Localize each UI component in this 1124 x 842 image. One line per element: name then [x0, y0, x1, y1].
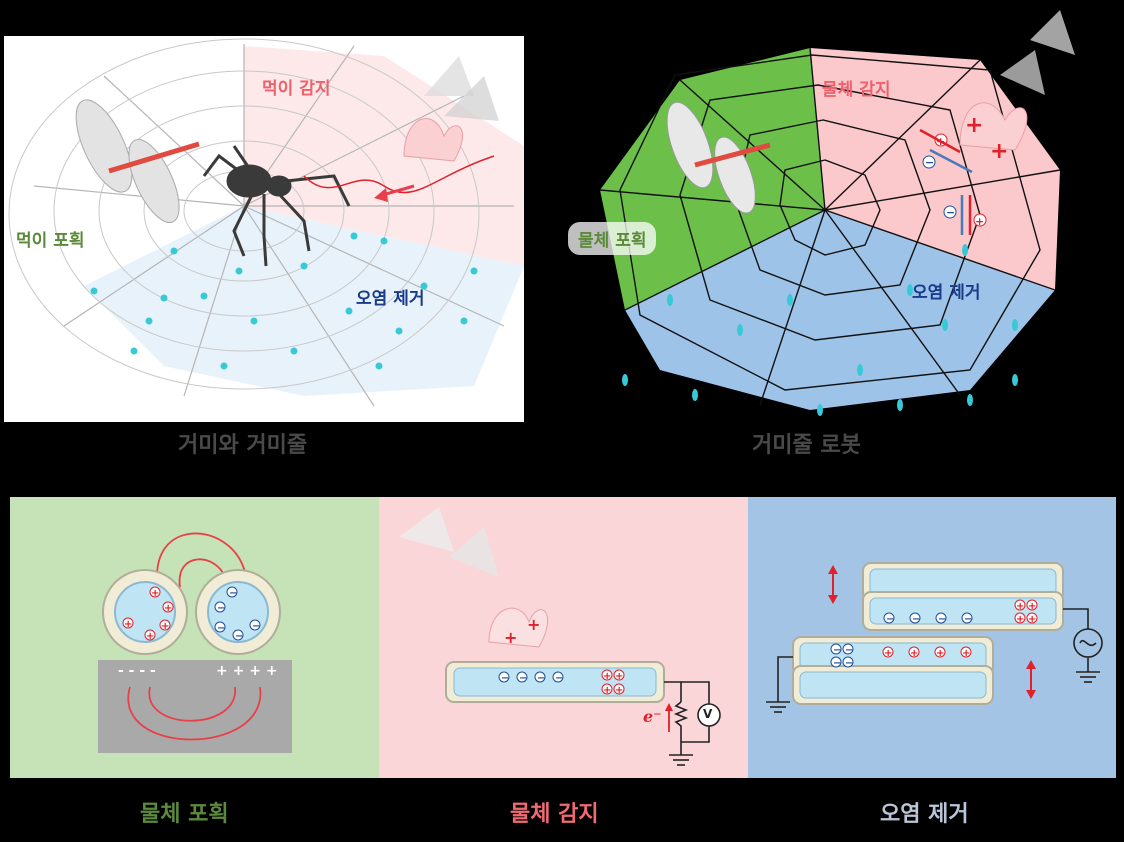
detect-diagram: + + − − − − + + + +	[399, 507, 721, 766]
svg-text:−: −	[964, 614, 972, 625]
svg-text:+: +	[603, 685, 611, 696]
svg-text:−: −	[845, 645, 853, 656]
butterfly-icon	[403, 56, 499, 162]
svg-text:−: −	[833, 645, 841, 656]
svg-text:−: −	[555, 673, 563, 684]
svg-text:+: +	[990, 139, 1008, 164]
electron-current-label: e⁻	[643, 707, 662, 726]
svg-text:+: +	[124, 619, 132, 630]
svg-text:+: +	[603, 671, 611, 682]
voltmeter-label: V	[703, 707, 713, 721]
svg-text:+: +	[146, 631, 154, 642]
svg-text:−: −	[217, 623, 225, 634]
caption-web-robot: 거미줄 로봇	[752, 433, 861, 458]
svg-text:+: +	[1016, 601, 1024, 612]
panel-spider-web: 먹이 감지 먹이 포획 오염 제거	[4, 36, 524, 422]
svg-text:−: −	[501, 673, 509, 684]
svg-text:−: −	[845, 658, 853, 669]
label-object-capture: 물체 포획	[568, 222, 657, 255]
panel-contamination-removal: − − − − + + + + − − − − + + + +	[748, 497, 1116, 778]
label-prey-capture: 먹이 포획	[16, 231, 85, 251]
svg-text:−: −	[938, 614, 946, 625]
label-object-detect: 물체 감지	[822, 80, 891, 100]
svg-text:+: +	[615, 671, 623, 682]
svg-text:−: −	[912, 614, 920, 625]
svg-text:+: +	[965, 113, 983, 138]
svg-text:−: −	[833, 658, 841, 669]
svg-text:−: −	[537, 673, 545, 684]
svg-text:+: +	[504, 628, 517, 647]
spider-icon	[202, 145, 351, 267]
svg-text:+: +	[975, 215, 984, 228]
butterfly-robot-icon	[959, 10, 1075, 151]
label-robot-clean: 오염 제거	[912, 283, 981, 303]
svg-text:+: +	[1028, 601, 1036, 612]
caption-contamination-removal: 오염 제거	[880, 802, 969, 827]
panel-object-capture: + + + + + − − − − − - - - - + + + +	[10, 497, 379, 778]
panel-object-detect: + + − − − − + + + + V e⁻	[379, 497, 748, 778]
dragonfly-robot-icon	[666, 101, 771, 214]
svg-text:+: +	[527, 615, 540, 634]
svg-text:+: +	[164, 603, 172, 614]
label-prey-detect: 먹이 감지	[262, 79, 331, 99]
dragonfly-icon	[75, 99, 200, 223]
web-robot-illustration: + + + − − +	[599, 10, 1075, 416]
svg-text:−: −	[886, 614, 894, 625]
svg-text:+: +	[151, 588, 159, 599]
svg-text:+: +	[910, 648, 918, 659]
substrate-plus-charges: + + + +	[216, 663, 278, 679]
substrate-minus-charges: - - - -	[118, 663, 156, 679]
svg-text:+: +	[161, 621, 169, 632]
caption-object-detect: 물체 감지	[510, 802, 599, 827]
panel-web-robot: + + + − − + 물체 감지 물체 포획 오염 제거	[560, 0, 1124, 430]
svg-text:+: +	[1016, 614, 1024, 625]
svg-text:−: −	[519, 673, 527, 684]
svg-text:−: −	[925, 156, 934, 169]
svg-text:+: +	[936, 648, 944, 659]
svg-text:+: +	[1028, 614, 1036, 625]
svg-text:−: −	[229, 588, 237, 599]
caption-object-capture: 물체 포획	[140, 802, 229, 827]
butterfly-sensor-icon: + +	[399, 507, 549, 648]
svg-text:+: +	[962, 648, 970, 659]
svg-text:−: −	[217, 603, 225, 614]
label-clean: 오염 제거	[356, 289, 425, 309]
svg-text:−: −	[252, 621, 260, 632]
svg-text:−: −	[235, 631, 243, 642]
svg-text:+: +	[615, 685, 623, 696]
svg-text:−: −	[946, 206, 955, 219]
caption-spider-web: 거미와 거미줄	[178, 433, 308, 458]
spider-web-illustration	[8, 38, 524, 407]
clean-diagram: − − − − + + + + − − − − + + + +	[766, 562, 1103, 713]
svg-text:+: +	[884, 648, 892, 659]
capture-diagram: + + + + + − − − − −	[98, 532, 292, 753]
